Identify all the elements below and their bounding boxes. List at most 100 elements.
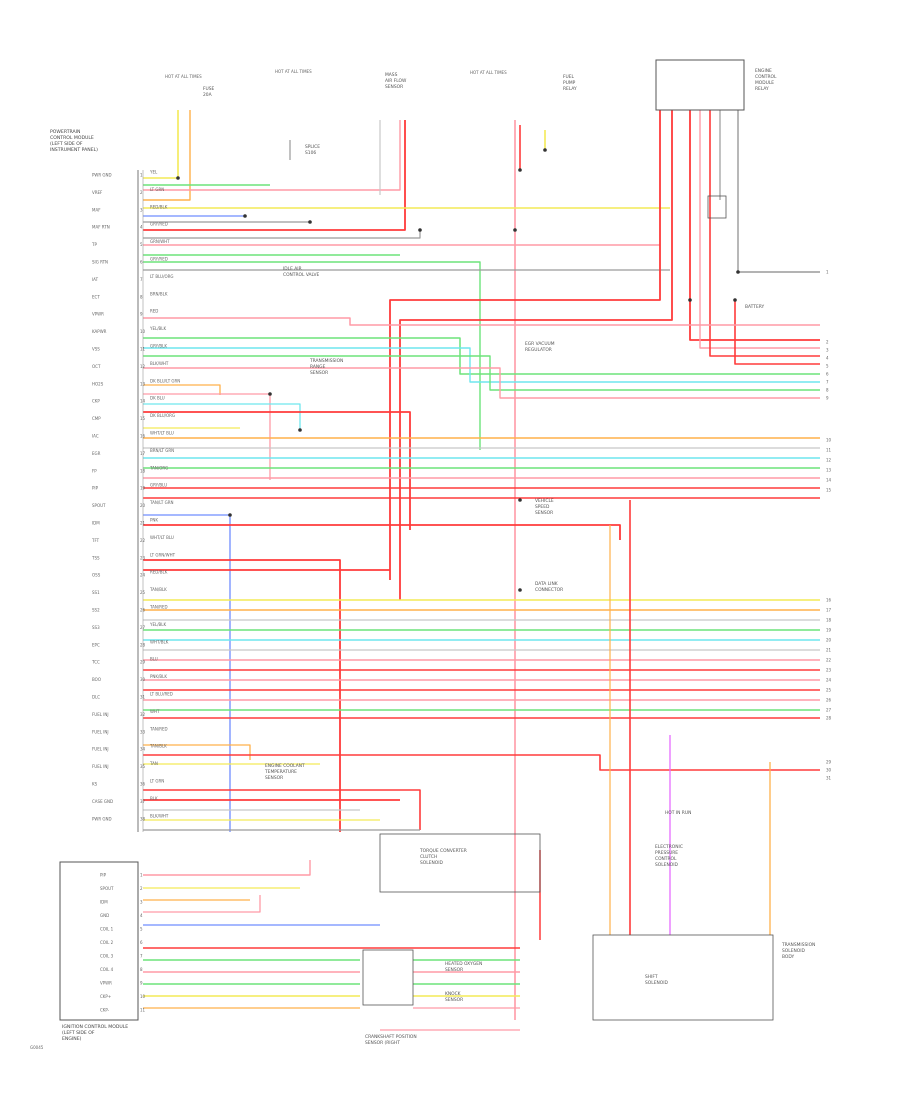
coil-pack-box [362, 949, 414, 1006]
pcm-wire-color: DK BLU/ORG [150, 413, 175, 418]
wire-cyan-right [143, 347, 820, 383]
right-edge-pin-number: 19 [826, 628, 832, 633]
pcm-pin-number: 38 [140, 816, 146, 821]
right-edge-pin-number: 22 [826, 658, 832, 663]
pcm-wire-color: GRY/RED [150, 222, 168, 227]
right-edge-pin-number: 17 [826, 608, 832, 613]
pcm-wire-color: WHT/LT BLU [150, 431, 174, 436]
right-edge-pin-number: 7 [826, 380, 829, 385]
pcm-pin-number: 23 [140, 555, 146, 560]
wire-orange-top [143, 110, 191, 201]
pcm-pin-label: OSS [92, 573, 101, 578]
pcm-pin-number: 30 [140, 677, 146, 682]
icm-pin-number: 7 [140, 954, 143, 959]
icm-pin-number: 1 [140, 873, 143, 878]
pcm-pin-label: HO2S [92, 381, 104, 386]
pcm-wire-color: WHT/BLK [150, 639, 169, 644]
right-edge-pin-number: 21 [826, 648, 832, 653]
splice-dot [418, 228, 422, 232]
pcm-wire-color: DK BLU [150, 396, 165, 401]
trans-range-box [379, 833, 541, 893]
pcm-wire-color: TAN [149, 761, 158, 766]
pcm-pin-label: MAF [92, 207, 101, 212]
pcm-pin-number: 33 [140, 729, 146, 734]
battery-label: BATTERY [745, 304, 765, 310]
pcm-pin-number: 11 [140, 347, 146, 352]
wire-red-low-2 [143, 789, 421, 830]
splice-dot [736, 270, 740, 274]
pcm-wire-color: TAN/LT GRN [149, 500, 173, 505]
right-edge-pin-number: 31 [826, 776, 832, 781]
icm-pin-label: VPWR [100, 981, 112, 986]
pcm-wire-color: GRN/WHT [150, 239, 170, 244]
splice-dot [543, 148, 547, 152]
wire-red-low [143, 754, 820, 771]
pcm-pin-number: 18 [140, 468, 146, 473]
pcm-pin-label: TFT [91, 538, 100, 543]
tr-sensor-label: TRANSMISSION RANGE SENSOR [309, 358, 345, 376]
egr-label: EGR VACUUM REGULATOR [525, 341, 556, 353]
right-edge-pin-number: 25 [826, 688, 832, 693]
wire-red-vertical [143, 559, 341, 832]
pcm-pin-number: 15 [140, 416, 146, 421]
wire-red-mid-2 [143, 524, 621, 540]
icm-pin-number: 6 [140, 940, 143, 945]
icm-pin-label: PIP [100, 873, 107, 878]
icm-pin-label: GND [100, 913, 109, 918]
relay-box-label: ENGINE CONTROL MODULE RELAY [755, 68, 778, 92]
pcm-pin-label: SIG RTN [92, 260, 108, 265]
right-edge-pin-number: 10 [826, 438, 832, 443]
pcm-pin-label: FUEL INJ [92, 747, 109, 752]
icm-pin-number: 11 [140, 1008, 146, 1013]
wire-gray-right-2 [737, 110, 820, 273]
right-edge-pin-number: 30 [826, 768, 832, 773]
pcm-pin-number: 12 [140, 364, 146, 369]
pcm-pin-number: 34 [140, 747, 146, 752]
pcm-pin-number: 22 [140, 538, 146, 543]
pcm-pin-number: 6 [140, 260, 143, 265]
pcm-pin-number: 8 [140, 294, 143, 299]
splice-dot [308, 220, 312, 224]
pcm-pin-number: 4 [140, 225, 143, 230]
pcm-pin-label: CKP [92, 399, 100, 404]
pcm-pin-number: 21 [140, 521, 146, 526]
pcm-pin-number: 28 [140, 642, 146, 647]
splice-top-label: SPLICE S106 [305, 144, 321, 156]
pcm-wire-color: BRN/BLK [150, 291, 168, 296]
icm-module-box [59, 861, 139, 1021]
right-edge-pin-number: 23 [826, 668, 832, 673]
pcm-pin-label: TP [91, 242, 97, 247]
pcm-pin-number: 2 [140, 190, 143, 195]
pcm-pin-label: SS2 [92, 608, 100, 613]
wire-red-bundle [389, 110, 661, 580]
pcm-pin-number: 32 [140, 712, 146, 717]
right-edge-pin-number: 6 [826, 372, 829, 377]
pcm-pin-number: 20 [140, 503, 146, 508]
pcm-wire-color: TAN/BLK [149, 744, 167, 749]
wire-cyan-mid [143, 403, 301, 430]
pcm-pin-label: KAPWR [92, 329, 107, 334]
pcm-pin-number: 7 [140, 277, 143, 282]
icm-pin-number: 9 [140, 981, 143, 986]
ect-label: ENGINE COOLANT TEMPERATURE SENSOR [264, 763, 306, 781]
pcm-pin-label: FUEL INJ [92, 764, 109, 769]
pcm-pin-number: 14 [140, 399, 146, 404]
pcm-pin-label: FUEL INJ [92, 712, 109, 717]
splice-dot [228, 513, 232, 517]
wire-red-top [143, 120, 406, 231]
pcm-wire-color: TAN/RED [149, 726, 168, 731]
wire-orange-mid [143, 384, 221, 395]
icm-pin-number: 2 [140, 886, 143, 891]
pcm-wire-color: LT GRN [150, 187, 164, 192]
icm-pin-label: CKP+ [100, 994, 111, 999]
pcm-wire-color: BLU [150, 657, 158, 662]
pcm-pin-label: PWR GND [92, 173, 112, 178]
pcm-pin-number: 37 [140, 799, 146, 804]
pcm-pin-label: VPWR [92, 312, 104, 317]
fuse-label-top: FUSE 20A [203, 86, 216, 98]
pcm-pin-label: CASE GND [92, 799, 113, 804]
o2-sensor-label: HEATED OXYGEN SENSOR [445, 961, 484, 973]
pcm-pin-number: 16 [140, 434, 146, 439]
right-edge-pin-number: 8 [826, 388, 829, 393]
